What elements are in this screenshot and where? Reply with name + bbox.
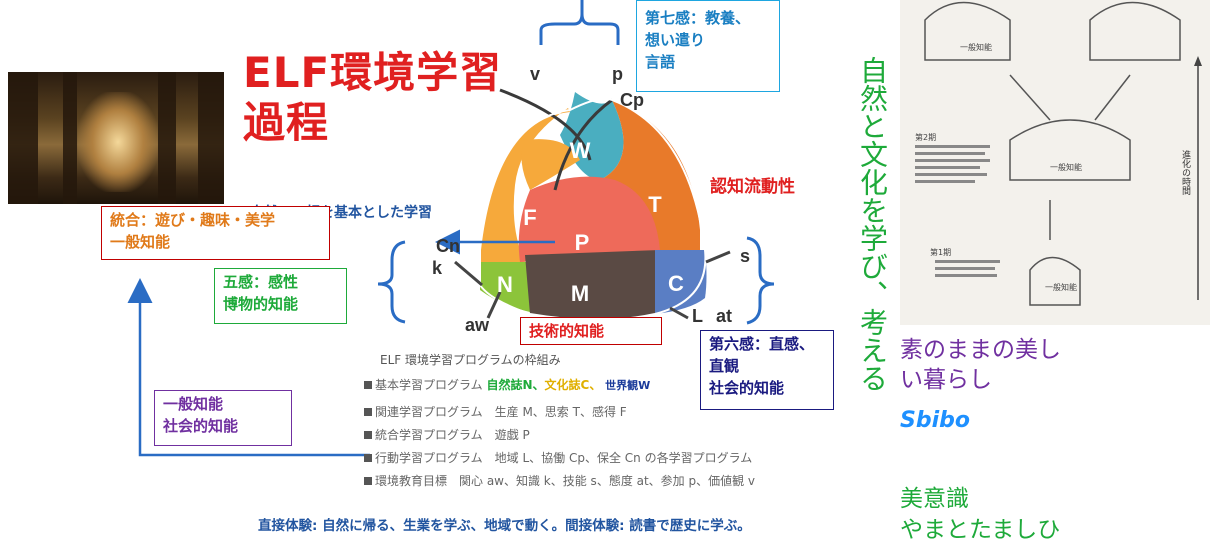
label-aw: aw [465,315,490,335]
segment-m [525,250,660,320]
evolution-diagram: 一般知能 一般知能 一般知能 第2期 第1期 進化の時間 [915,1,1202,306]
label-l: L [692,306,703,326]
technical-intelligence-box: 技術的知能 [520,317,662,345]
scan-stage-label-1: 一般知能 [960,42,992,52]
seg-letter-n: N [497,272,513,297]
program-row-1-n: 自然誌N、 [486,378,545,392]
five-senses-line-2: 博物的知能 [223,295,299,313]
program-row-4-text: 行動学習プログラム 地域 L、協働 Cp、保全 Cn の各学習プログラム [375,451,753,465]
program-row-2: 関連学習プログラム 生産 M、思索 T、感得 F [364,403,627,420]
seg-letter-w: W [570,138,591,163]
seventh-line-3: 言語 [645,53,676,71]
label-p: p [612,64,623,84]
label-cn: Cn [436,236,460,256]
page-title: ELF環境学習 過程 [243,48,502,148]
sixth-line-1: 第六感：直感、 [709,335,815,353]
cathedral-photo [8,72,224,204]
cognitive-fluidity-label: 認知流動性 [710,177,795,197]
program-row-2-text: 関連学習プログラム 生産 M、思索 T、感得 F [375,405,627,419]
program-row-5: 環境教育目標 関心 aw、知識 k、技能 s、態度 at、参加 p、価値観 v [364,472,755,489]
experience-caption: 直接体験: 自然に帰る、生業を学ぶ、地域で動く。間接体験: 読書で歴史に学ぶ。 [258,518,751,534]
seg-letter-f: F [523,205,536,230]
sixth-sense-box: 第六感：直感、 直観 社会的知能 [700,330,834,410]
arrow-to-integration [127,278,370,457]
seg-letter-c: C [668,271,684,296]
general-line-2: 社会的知能 [163,417,239,435]
scanned-book-page: 一般知能 一般知能 一般知能 第2期 第1期 進化の時間 [900,0,1210,325]
label-k: k [432,258,443,278]
vertical-caption: 自然と文化を学び、考える [856,56,889,392]
beauty-line-2: い暮らし [900,367,992,393]
program-row-5-text: 環境教育目標 関心 aw、知識 k、技能 s、態度 at、参加 p、価値観 v [375,474,756,488]
program-row-3-text: 統合学習プログラム 遊戯 P [375,428,530,442]
segment-t [600,100,700,250]
aesthetic-sense-label: 美意識 [900,486,969,512]
general-line-1: 一般知能 [163,395,224,413]
seg-letter-p: P [575,230,590,255]
seventh-line-1: 第七感：教養、 [645,9,751,27]
beauty-text: 素のままの美し い暮らし [900,335,1061,395]
right-bracket [746,236,775,325]
program-row-1: 基本学習プログラム 自然誌N、文化誌C、 世界観W [364,376,650,393]
sbibo-label: Sbibo [900,408,970,433]
seg-letter-m: M [571,281,589,306]
segment-w [560,92,624,180]
technical-line-1: 技術的知能 [529,322,605,340]
title-line-1: ELF環境学習 [243,48,503,97]
program-heading: ELF 環境学習プログラムの枠組み [380,353,561,367]
title-line-2: 過程 [243,98,330,147]
scan-stage-label-3: 一般知能 [1045,282,1077,292]
general-intelligence-box: 一般知能 社会的知能 [154,390,292,446]
scan-note-1: 第2期 [915,132,936,142]
integration-line-1: 統合：遊び・趣味・美学 [110,211,276,229]
label-s: s [740,246,750,266]
seventh-line-2: 想い遣り [645,31,706,49]
scan-stage-label-2: 一般知能 [1050,162,1082,172]
sixth-line-2: 直観 [709,357,740,375]
sixth-line-3: 社会的知能 [709,379,785,397]
seg-letter-t: T [648,192,662,217]
top-bracket [539,0,620,45]
label-at: at [716,306,732,326]
segment-f [480,108,570,262]
five-senses-box: 五感：感性 博物的知能 [214,268,347,324]
segment-c [655,250,707,314]
label-cp: Cp [620,90,644,110]
program-row-1-prefix: 基本学習プログラム [375,378,483,392]
beauty-line-1: 素のままの美し [900,337,1061,363]
seventh-sense-box: 第七感：教養、 想い遣り 言語 [636,0,780,92]
left-bracket [377,240,406,324]
label-v: v [530,64,540,84]
program-row-1-c: 文化誌C、 [544,378,602,392]
program-row-4: 行動学習プログラム 地域 L、協働 Cp、保全 Cn の各学習プログラム [364,449,752,466]
integration-line-2: 一般知能 [110,233,171,251]
segment-p [518,176,660,262]
program-row-1-w: 世界観W [605,379,651,392]
scan-time-label: 進化の時間 [1180,149,1191,196]
integration-box: 統合：遊び・趣味・美学 一般知能 [101,206,330,260]
scan-note-2: 第1期 [930,247,951,257]
five-senses-line-1: 五感：感性 [223,273,299,291]
program-row-3: 統合学習プログラム 遊戯 P [364,426,530,443]
